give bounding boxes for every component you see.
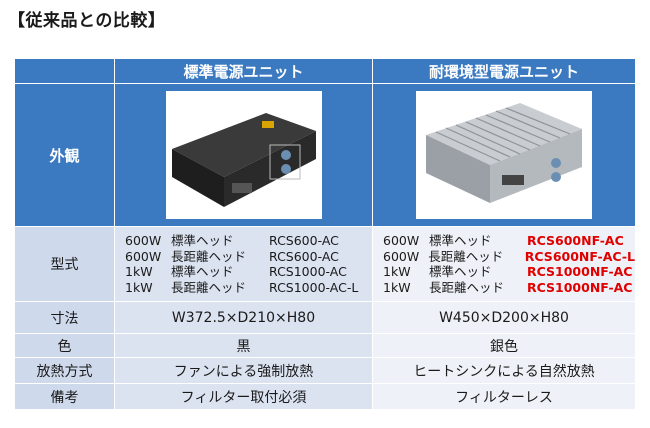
standard-size: W372.5×D210×H80	[114, 301, 373, 334]
header-standard: 標準電源ユニット	[114, 58, 373, 84]
row-label-model: 型式	[14, 226, 115, 302]
rugged-photo-cell	[372, 83, 636, 227]
rugged-color: 銀色	[372, 333, 636, 358]
color-row: 色 黒 銀色	[14, 333, 636, 358]
header-rugged: 耐環境型電源ユニット	[372, 58, 636, 84]
standard-color: 黒	[114, 333, 373, 358]
page-heading: 【従来品との比較】	[8, 11, 166, 31]
standard-photo-cell	[114, 83, 373, 227]
cooling-row: 放熱方式 ファンによる強制放熱 ヒートシンクによる自然放熱	[14, 357, 636, 384]
size-row: 寸法 W372.5×D210×H80 W450×D200×H80	[14, 301, 636, 334]
standard-cooling: ファンによる強制放熱	[114, 357, 373, 384]
rugged-notes: フィルターレス	[372, 383, 636, 410]
row-label-notes: 備考	[14, 383, 115, 410]
standard-unit-photo	[165, 91, 322, 219]
rugged-unit-photo	[416, 91, 592, 219]
appearance-row: 外観	[14, 83, 636, 227]
row-label-size: 寸法	[14, 301, 115, 334]
header-row: 標準電源ユニット 耐環境型電源ユニット	[14, 58, 636, 84]
standard-notes: フィルター取付必須	[114, 383, 373, 410]
rugged-size: W450×D200×H80	[372, 301, 636, 334]
row-label-color: 色	[14, 333, 115, 358]
rugged-cooling: ヒートシンクによる自然放熱	[372, 357, 636, 384]
row-label-cooling: 放熱方式	[14, 357, 115, 384]
header-corner	[14, 58, 115, 84]
notes-row: 備考 フィルター取付必須 フィルターレス	[14, 383, 636, 410]
row-label-appearance: 外観	[14, 83, 115, 227]
rugged-unit-image	[426, 103, 582, 203]
comparison-table: 標準電源ユニット 耐環境型電源ユニット 外観	[14, 58, 636, 410]
standard-unit-image	[171, 113, 316, 207]
